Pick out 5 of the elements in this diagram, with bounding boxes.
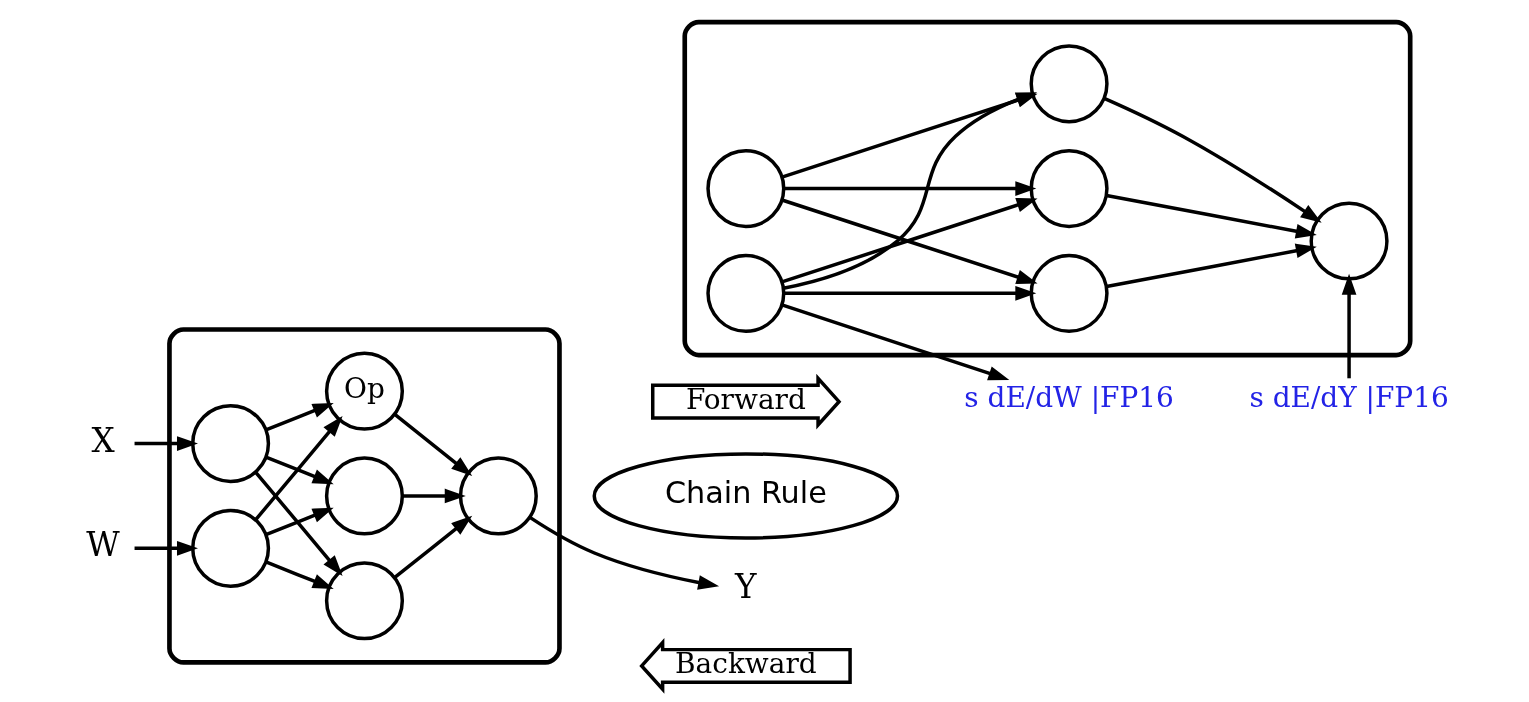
node-text: s dE/dY |FP16 [1249, 380, 1449, 414]
node-text: X [91, 421, 115, 460]
node-text: s dE/dW |FP16 [964, 380, 1174, 414]
node-text: Y [735, 568, 757, 607]
node-text: W [86, 526, 120, 565]
